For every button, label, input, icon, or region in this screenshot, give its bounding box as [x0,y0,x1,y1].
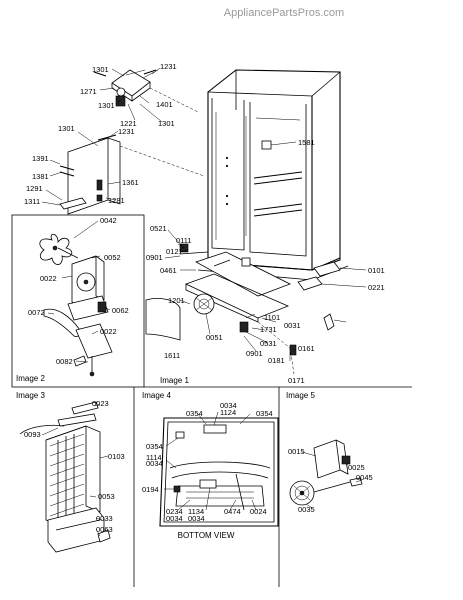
part-number: 1301 [92,65,109,74]
part-number: 0082 [56,357,73,366]
part-number: 0033 [96,514,113,523]
part-number: 0052 [104,253,121,262]
image-label: Image 3 [16,391,45,400]
part-number: 0034 [166,514,183,523]
part-number: 0034 [146,459,163,468]
bottom-view-label: BOTTOM VIEW [178,531,235,540]
image-label: Image 1 [160,376,189,385]
part-number: 0062 [112,306,129,315]
part-number: 1731 [260,325,277,334]
part-number: 0034 [188,514,205,523]
part-number: 0022 [100,327,117,336]
part-number: 1201 [168,296,185,305]
part-number: 0171 [288,376,305,385]
bottom-view-tray [159,411,279,527]
part-number: 0474 [224,507,241,516]
part-number: 0025 [348,463,365,472]
evaporator-coil [19,401,111,553]
part-number: 0023 [92,399,109,408]
fan-motor-assembly [39,220,113,377]
part-number: 0531 [260,339,277,348]
part-number: 0051 [206,333,223,342]
top-bracket-assembly [41,67,205,215]
part-number: 0354 [146,442,163,451]
part-number: 1124 [220,408,236,417]
part-number: 0045 [356,473,373,482]
section-frames [11,214,412,587]
part-number: 0901 [146,253,163,262]
part-number: 0354 [186,409,203,418]
part-number: 1401 [156,100,173,109]
cabinet-holes [225,156,229,206]
motor-bracket [289,439,363,509]
part-number: 0103 [108,452,125,461]
part-number: 0042 [100,216,117,225]
part-number: 0024 [250,507,267,516]
part-number: 1291 [26,184,43,193]
part-number: 1611 [164,351,180,360]
part-number: 0521 [150,224,167,233]
image-label: Image 4 [142,391,171,400]
lower-evaporator-assembly [145,229,347,375]
part-number: 0072 [28,308,45,317]
part-number: 0035 [298,505,315,514]
part-number: 1114 [146,453,162,462]
part-number: 1391 [32,154,49,163]
part-number: 0101 [368,266,385,275]
section-labels: Image 2 Image 1 Image 3 Image 4 Image 5 … [16,374,315,540]
image2-frame [11,214,145,388]
part-number: 0221 [368,283,385,292]
part-number: 0121 [166,247,183,256]
part-number: 0093 [24,430,41,439]
part-number: 1134 [188,507,204,516]
part-number: 0015 [288,447,305,456]
part-number: 1301 [98,101,115,110]
part-number: 1271 [80,87,97,96]
part-number: 1311 [24,197,40,206]
part-number: 1231 [118,127,135,136]
part-number: 1221 [120,119,137,128]
image-label: Image 2 [16,374,45,383]
part-number: 1301 [58,124,75,133]
part-number: 1381 [32,172,49,181]
watermark: AppliancePartsPros.com [224,7,344,19]
part-number: 1301 [158,119,175,128]
part-number: 0034 [220,401,237,410]
part-number: 0194 [142,485,159,494]
part-number: 0234 [166,507,183,516]
part-number: 1281 [108,196,125,205]
coil-fins [49,433,85,517]
part-number: 0161 [298,344,315,353]
part-number: 1101 [264,313,280,322]
part-number: 0022 [40,274,57,283]
part-number: 0901 [246,349,263,358]
part-number: 1581 [298,138,315,147]
image-label: Image 5 [286,391,315,400]
part-number: 0354 [256,409,273,418]
part-number: 0053 [98,492,115,501]
part-number: 0181 [268,356,285,365]
part-number: 0461 [160,266,177,275]
cabinet-assembly [197,69,367,291]
part-number: 1361 [122,178,139,187]
part-number: 0111 [176,236,192,245]
part-number: 1231 [160,62,177,71]
part-number: 0063 [96,525,113,534]
part-number: 0031 [284,321,301,330]
part-numbers: 1301 1231 1271 1301 1401 1221 1301 1301 … [24,62,385,534]
